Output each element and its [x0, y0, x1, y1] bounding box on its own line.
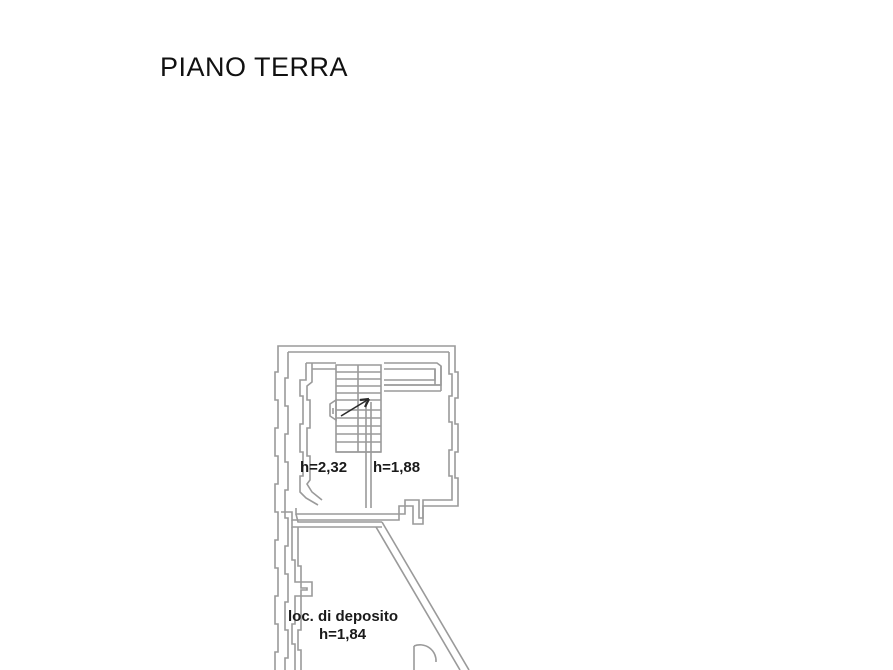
outer-wall-left-outer-line — [274, 345, 281, 670]
deposito-door-arc — [413, 644, 437, 663]
inner-wall-upper-left — [299, 363, 319, 506]
stair-winder-left — [329, 398, 337, 422]
deposito-top-wall-b — [295, 513, 382, 523]
deposito-diagonal-wall-inner — [375, 526, 461, 670]
label-height-deposito: h=1,84 — [319, 626, 367, 643]
inner-room-right-top — [384, 362, 442, 386]
label-height-right-room: h=1,88 — [373, 459, 421, 476]
wall-outlines — [274, 345, 470, 670]
outer-wall-right-inner-line — [295, 352, 453, 519]
inner-room-right-top-inner — [384, 368, 436, 381]
deposito-diagonal-wall-outer — [381, 521, 470, 670]
deposito-left-wall — [291, 527, 313, 670]
inner-wall-upper-left-b — [306, 363, 323, 501]
deposito-left-wall-b — [297, 527, 308, 670]
outer-wall-outer-line — [281, 345, 459, 525]
stair-up-arrow-icon — [340, 397, 370, 417]
outer-wall-left-inner-line — [284, 352, 289, 670]
deposito-top-wall — [291, 520, 382, 528]
staircase — [329, 364, 382, 453]
label-height-left-room: h=2,32 — [300, 459, 348, 476]
page-title: PIANO TERRA — [160, 52, 349, 82]
label-room-name-deposito: loc. di deposito — [288, 608, 399, 625]
